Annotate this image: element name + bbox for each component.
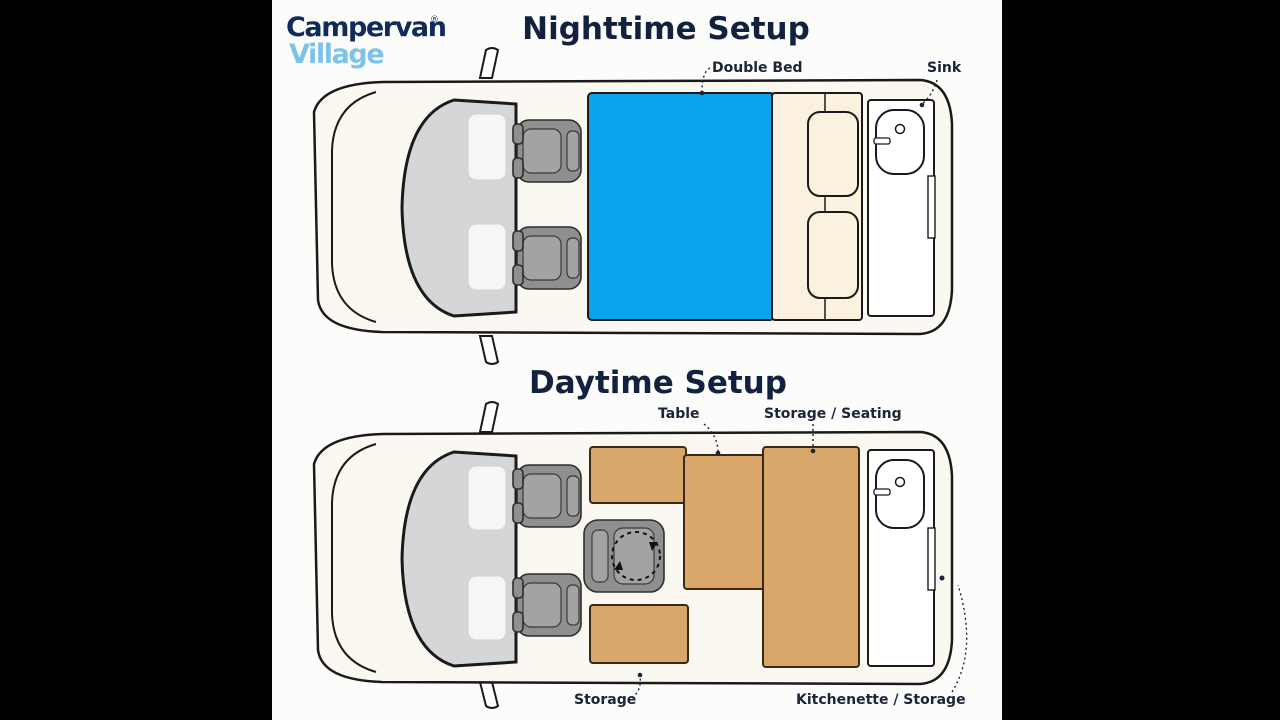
- windshield-reflection: [467, 575, 507, 641]
- nighttime-title: Nighttime Setup: [522, 11, 810, 47]
- leader-table: [703, 423, 719, 453]
- driver-seat: [512, 464, 582, 528]
- driver-seat: [512, 119, 582, 183]
- leader-dot: [715, 450, 721, 456]
- passenger-seat: [512, 573, 582, 637]
- swivel-rotation-icon: [611, 531, 661, 581]
- sink-drain: [894, 476, 906, 488]
- label-sink: Sink: [927, 60, 962, 76]
- rotation-arrow-icon: [614, 561, 623, 570]
- swivel-seat: [583, 519, 665, 593]
- label-kitchenette-storage: Kitchenette / Storage: [796, 692, 966, 708]
- leader-dot: [637, 672, 643, 678]
- storage-block-bottom: [589, 604, 689, 664]
- daytime-van: [312, 401, 954, 709]
- bottom-mirror: [478, 335, 500, 365]
- brand-logo: Campervan ® Village: [286, 12, 447, 70]
- storage-block-top: [589, 446, 687, 504]
- leader-dot: [699, 90, 705, 96]
- side-door-handle: [927, 175, 936, 239]
- sink-drain: [894, 123, 906, 135]
- label-storage-seating: Storage / Seating: [764, 406, 902, 422]
- logo-line-2: Village: [289, 39, 383, 70]
- faucet-icon: [873, 488, 891, 496]
- top-mirror: [478, 401, 500, 433]
- diagram-canvas: Campervan ® Village Nighttime Setup Doub: [272, 0, 1002, 720]
- side-door-handle: [927, 527, 936, 591]
- faucet-icon: [873, 137, 891, 145]
- table: [683, 454, 769, 590]
- logo-registered-mark: ®: [430, 15, 439, 25]
- leader-dot: [810, 448, 816, 454]
- windshield-reflection: [467, 223, 507, 291]
- leader-double-bed: [701, 67, 711, 93]
- daytime-title: Daytime Setup: [529, 365, 787, 401]
- leader-kitchenette: [951, 584, 968, 693]
- pillow-bottom: [807, 211, 859, 299]
- rotation-arrow-icon: [649, 542, 658, 551]
- double-bed: [587, 92, 775, 321]
- pillow-top: [807, 111, 859, 197]
- top-mirror: [478, 47, 500, 79]
- windshield-reflection: [467, 465, 507, 531]
- windshield-reflection: [467, 113, 507, 181]
- nighttime-van: [312, 47, 954, 365]
- label-storage: Storage: [574, 692, 636, 708]
- passenger-seat: [512, 226, 582, 290]
- leader-sink: [921, 79, 938, 105]
- bottom-mirror: [478, 681, 500, 709]
- leader-storage: [631, 675, 642, 699]
- leader-dot: [919, 102, 925, 108]
- hood-line: [331, 91, 377, 323]
- hood-line: [331, 443, 377, 673]
- logo-line-1: Campervan: [286, 12, 446, 43]
- label-double-bed: Double Bed: [712, 60, 803, 76]
- storage-seating-bench: [762, 446, 860, 668]
- door-latch: [939, 575, 945, 581]
- label-table: Table: [658, 406, 700, 422]
